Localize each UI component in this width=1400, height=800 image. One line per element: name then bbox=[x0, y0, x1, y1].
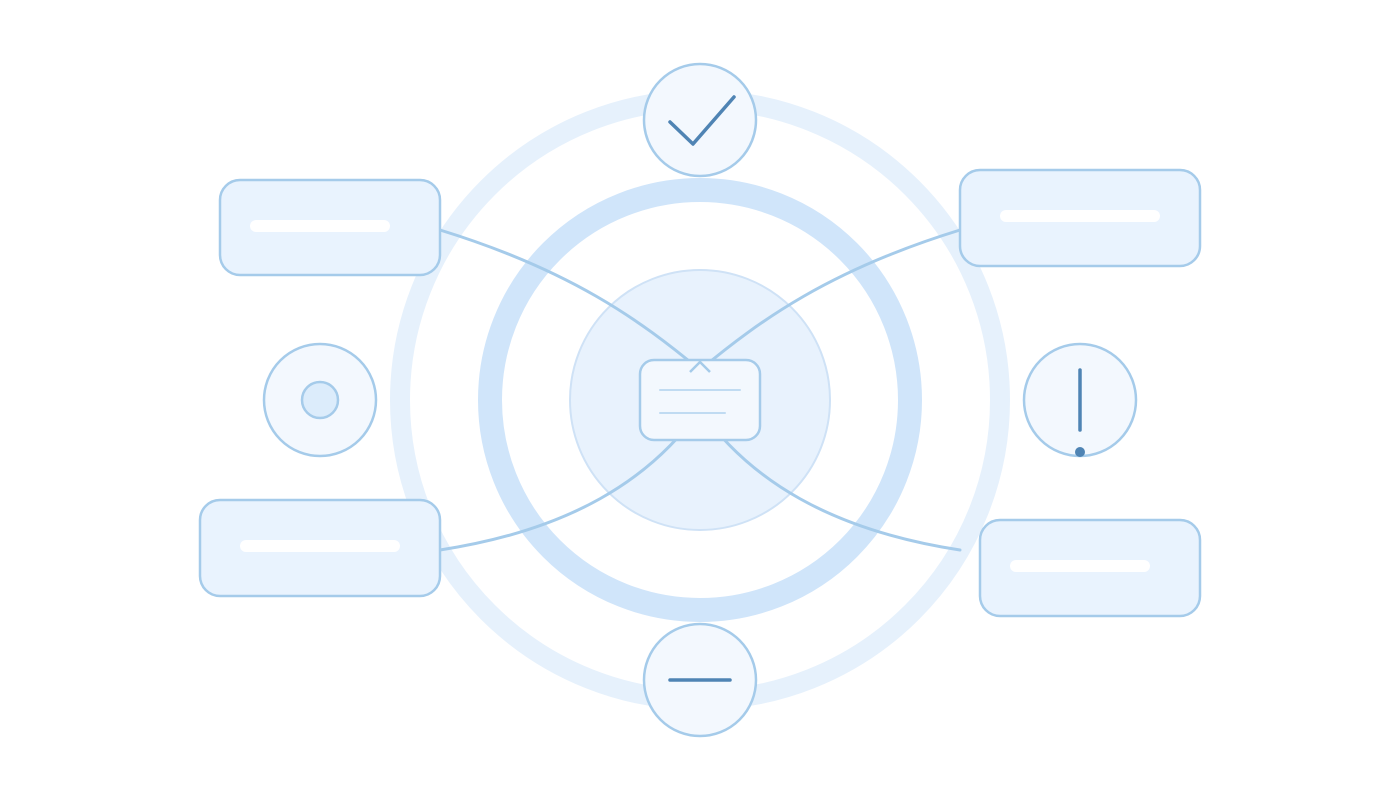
card-bottom-left[interactable] bbox=[198, 498, 442, 598]
node-right[interactable] bbox=[1022, 342, 1138, 458]
middle-ring bbox=[478, 178, 922, 622]
check-icon bbox=[668, 95, 736, 146]
card-placeholder-bar bbox=[1010, 560, 1150, 572]
node-bottom[interactable] bbox=[642, 622, 758, 738]
exclamation-icon bbox=[1075, 368, 1085, 457]
card-placeholder-bar bbox=[240, 540, 400, 552]
card-top-left[interactable] bbox=[218, 178, 442, 277]
card-top-right[interactable] bbox=[958, 168, 1202, 268]
node-left[interactable] bbox=[262, 342, 378, 458]
card-icon bbox=[659, 389, 741, 414]
card-placeholder-bar bbox=[250, 220, 390, 232]
hub-notch bbox=[689, 360, 711, 373]
connector-top-left bbox=[438, 228, 702, 372]
dot-icon bbox=[300, 380, 340, 420]
card-placeholder-bar bbox=[1000, 210, 1160, 222]
hub-card[interactable] bbox=[638, 358, 762, 442]
card-bottom-right[interactable] bbox=[978, 518, 1202, 618]
node-top[interactable] bbox=[642, 62, 758, 178]
connector-top-right bbox=[698, 228, 962, 372]
